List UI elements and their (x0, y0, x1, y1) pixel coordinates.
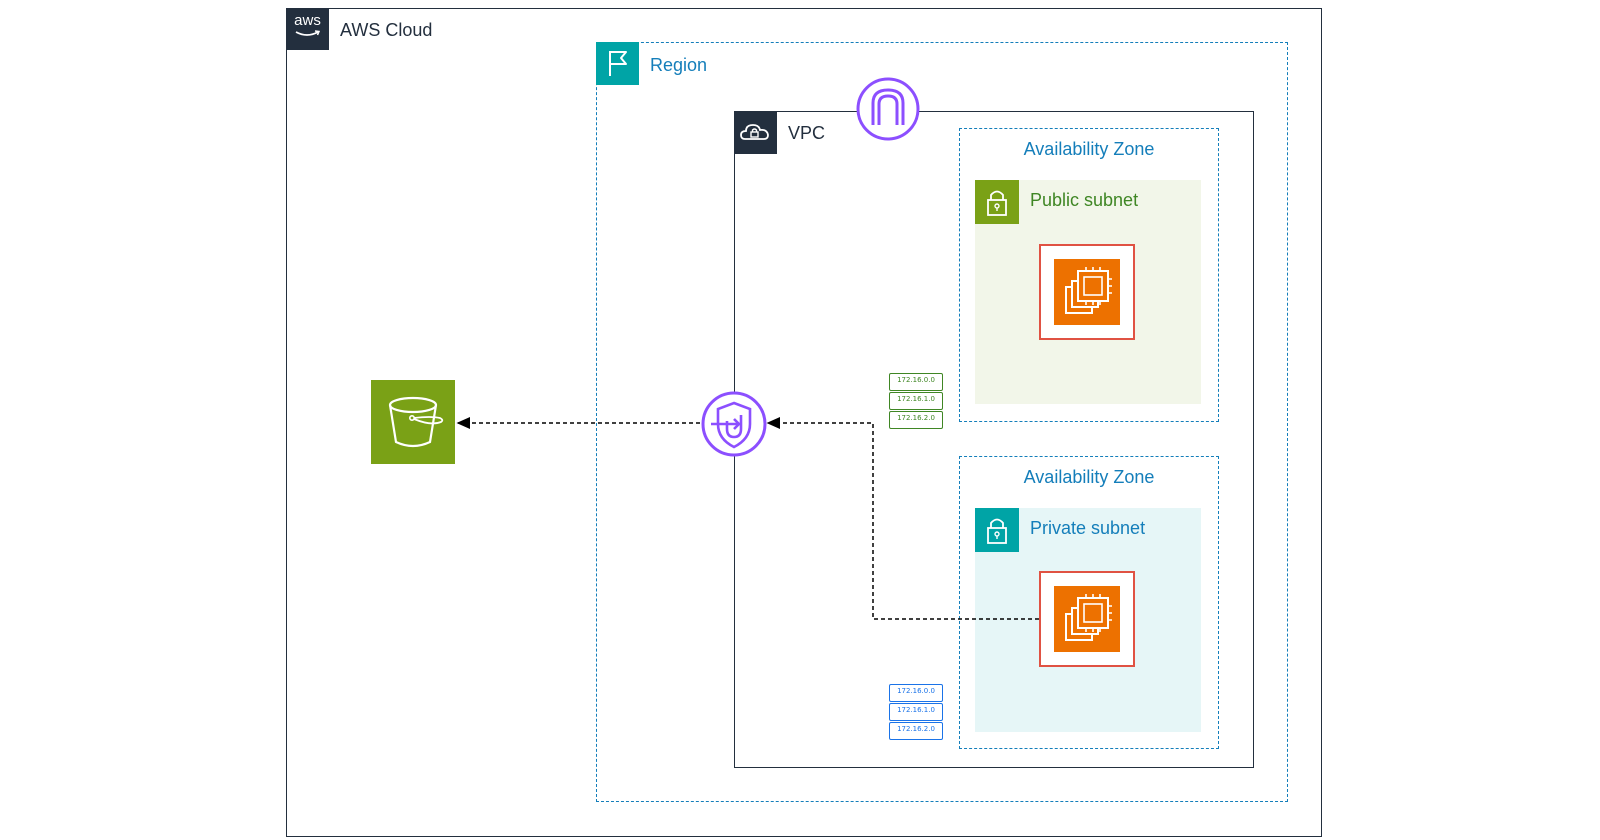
availability-zone-1 (959, 128, 1219, 422)
availability-zone-2 (959, 456, 1219, 749)
aws-logo-icon: aws (286, 8, 329, 50)
subnet-lock-icon (975, 508, 1019, 552)
route-table-row: 172.16.0.0 (889, 373, 943, 391)
aws-cloud-label: AWS Cloud (340, 20, 433, 40)
route-table-public[interactable]: 172.16.0.0 172.16.1.0 172.16.2.0 (889, 373, 943, 429)
route-table-row: 172.16.1.0 (889, 392, 943, 410)
aws-cloud-group (286, 8, 1322, 837)
subnet-lock-icon (975, 180, 1019, 224)
region-label: Region (650, 55, 708, 75)
region-group (596, 42, 1288, 802)
vpc-endpoint-icon[interactable] (701, 391, 767, 457)
route-table-row: 172.16.2.0 (889, 411, 943, 429)
availability-zone-2-label: Availability Zone (1023, 467, 1155, 487)
public-subnet-label: Public subnet (1030, 190, 1139, 210)
region-flag-icon (596, 42, 639, 85)
ec2-instance-icon (1054, 259, 1120, 325)
route-table-row: 172.16.2.0 (889, 722, 943, 740)
route-table-row: 172.16.0.0 (889, 684, 943, 702)
availability-zone-1-label: Availability Zone (1023, 139, 1155, 159)
ec2-instance-public[interactable] (1039, 244, 1135, 340)
ec2-instance-private[interactable] (1039, 571, 1135, 667)
private-subnet-label: Private subnet (1030, 518, 1146, 538)
vpc-cloud-lock-icon (734, 111, 777, 154)
s3-bucket-icon[interactable] (371, 380, 455, 464)
internet-gateway-icon[interactable] (856, 77, 920, 141)
route-table-row: 172.16.1.0 (889, 703, 943, 721)
ec2-instance-icon (1054, 586, 1120, 652)
connector-ec2-to-endpoint (766, 417, 1039, 620)
vpc-label: VPC (788, 123, 826, 143)
route-table-private[interactable]: 172.16.0.0 172.16.1.0 172.16.2.0 (889, 684, 943, 740)
